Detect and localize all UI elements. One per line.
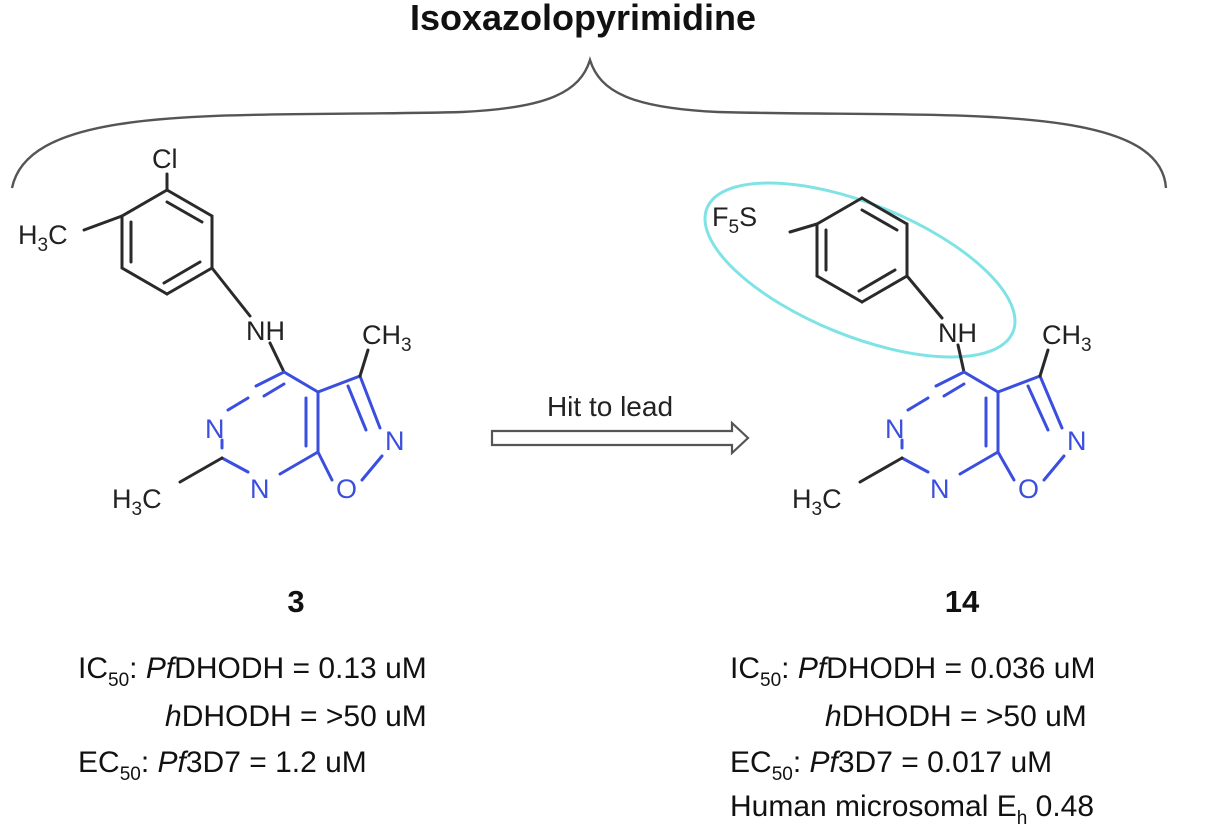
bond bbox=[120, 266, 169, 296]
atom-label: Cl bbox=[152, 144, 178, 174]
atom-label: NH bbox=[938, 318, 977, 348]
property-line: hDHODH = >50 uM bbox=[165, 700, 427, 733]
bond bbox=[220, 456, 250, 474]
bond bbox=[120, 188, 169, 218]
property-line: IC50: PfDHODH = 0.036 uM bbox=[730, 652, 1095, 691]
bond bbox=[316, 374, 362, 394]
bond bbox=[860, 196, 909, 226]
highlight-ellipse bbox=[703, 181, 1017, 359]
bond bbox=[165, 266, 214, 296]
bond bbox=[996, 374, 1042, 394]
bond bbox=[316, 450, 334, 482]
bond bbox=[815, 196, 864, 226]
atom-label: N bbox=[1067, 426, 1087, 456]
bond bbox=[1042, 454, 1066, 482]
hit-structure: Cl H3C NH CH3 N N N O H3C bbox=[18, 144, 412, 520]
atom-label: CH3 bbox=[1042, 320, 1092, 356]
bond bbox=[346, 384, 368, 432]
lead-structure: F5S NH CH3 N N N O H3C bbox=[703, 181, 1092, 520]
bond bbox=[858, 456, 904, 484]
bond bbox=[905, 274, 944, 320]
bond bbox=[996, 450, 1016, 482]
bond bbox=[860, 208, 899, 232]
atom-label: H3C bbox=[792, 484, 842, 520]
bond bbox=[360, 454, 384, 482]
atom-label: N bbox=[205, 414, 225, 444]
property-line: EC50: Pf3D7 = 0.017 uM bbox=[730, 746, 1052, 785]
atom-label: CH3 bbox=[362, 320, 412, 356]
atom-label: N bbox=[385, 426, 405, 456]
atom-label: N bbox=[930, 474, 950, 504]
property-line: EC50: Pf3D7 = 1.2 uM bbox=[78, 746, 367, 785]
bond bbox=[254, 370, 286, 388]
scheme-title: Isoxazolopyrimidine bbox=[410, 0, 756, 38]
bond bbox=[165, 188, 214, 218]
property-line: hDHODH = >50 uM bbox=[825, 700, 1087, 733]
bond bbox=[906, 396, 930, 412]
atom-label: N bbox=[250, 474, 270, 504]
atom-label: F5S bbox=[712, 202, 757, 238]
lead-properties: IC50: PfDHODH = 0.036 uM hDHODH = >50 uM… bbox=[730, 652, 1095, 825]
bond bbox=[958, 450, 1000, 476]
property-line: IC50: PfDHODH = 0.13 uM bbox=[78, 652, 427, 691]
property-line: Human microsomal Eh 0.48 bbox=[730, 790, 1094, 825]
bond bbox=[942, 382, 966, 398]
bond bbox=[210, 266, 252, 318]
bond bbox=[956, 343, 966, 374]
atom-label: O bbox=[1018, 474, 1039, 504]
bond bbox=[82, 214, 124, 232]
arrow-label: Hit to lead bbox=[547, 391, 673, 422]
bond bbox=[860, 274, 909, 304]
bond bbox=[815, 274, 864, 304]
compound-number-hit: 3 bbox=[287, 584, 304, 619]
hit-to-lead-arrow: Hit to lead bbox=[490, 391, 750, 456]
bond bbox=[178, 456, 224, 484]
bond bbox=[268, 341, 286, 374]
bond bbox=[358, 348, 370, 378]
bond bbox=[162, 260, 202, 285]
bond bbox=[262, 382, 286, 398]
atom-label: O bbox=[336, 474, 357, 504]
bond bbox=[278, 450, 320, 476]
bond bbox=[900, 456, 930, 474]
grouping-brace bbox=[10, 55, 1168, 189]
bond bbox=[1026, 384, 1050, 432]
compound-number-lead: 14 bbox=[945, 584, 980, 619]
hit-properties: IC50: PfDHODH = 0.13 uM hDHODH = >50 uM … bbox=[78, 652, 427, 785]
bond bbox=[282, 370, 320, 394]
bond bbox=[788, 222, 819, 234]
bond bbox=[1038, 374, 1064, 430]
atom-label: H3C bbox=[18, 220, 68, 256]
bond bbox=[962, 370, 1000, 394]
bond bbox=[165, 200, 204, 224]
bond bbox=[1038, 348, 1050, 378]
arrow-shape bbox=[490, 420, 750, 456]
bond bbox=[358, 374, 382, 430]
atom-label: H3C bbox=[112, 484, 162, 520]
bond bbox=[857, 268, 897, 293]
atom-label: N bbox=[885, 414, 905, 444]
atom-label: NH bbox=[246, 316, 285, 346]
bond bbox=[226, 396, 250, 412]
bond bbox=[934, 370, 966, 388]
